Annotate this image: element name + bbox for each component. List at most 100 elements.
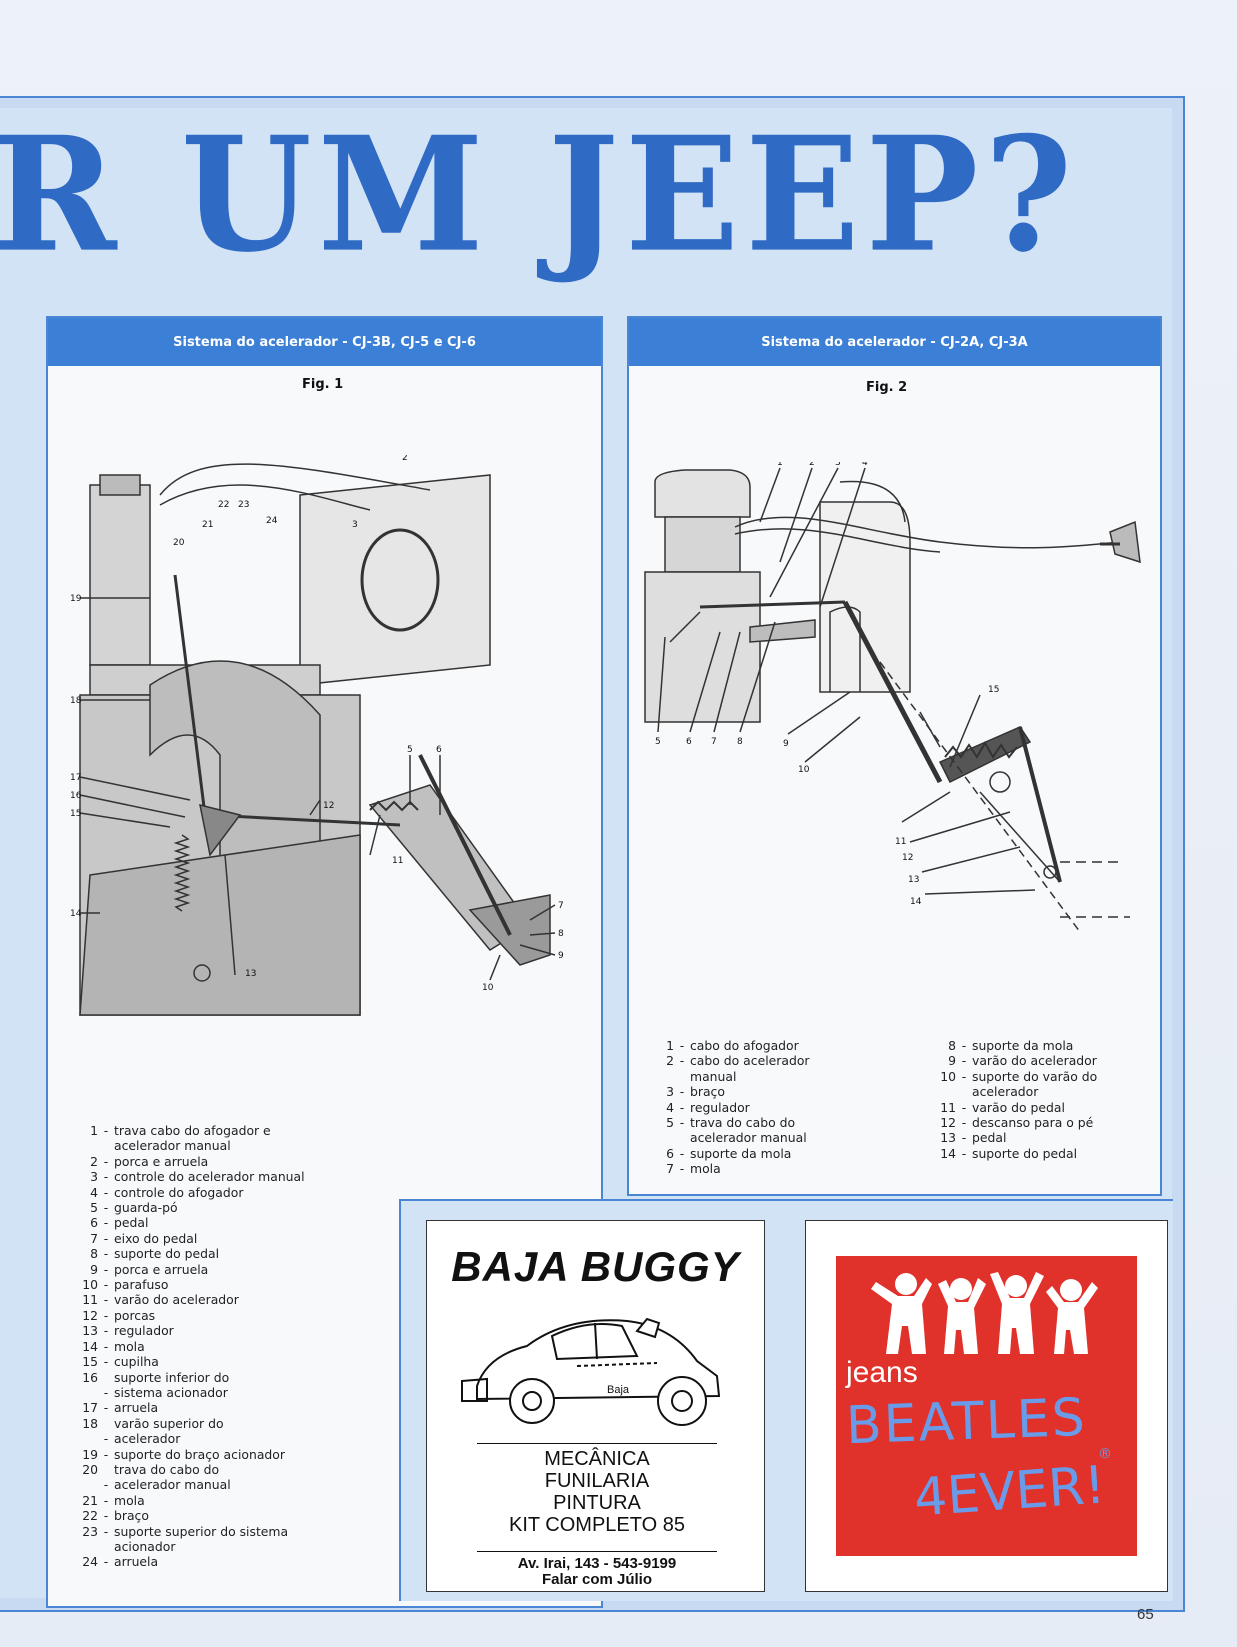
legend-row: 21-mola xyxy=(82,1492,145,1508)
legend-row: acelerador manual xyxy=(690,1130,807,1146)
legend-row: 10-suporte do varão do xyxy=(940,1068,1098,1084)
legend-row: 2-cabo do acelerador xyxy=(666,1053,810,1069)
legend-row: 17-arruela xyxy=(82,1400,159,1416)
fig2-callout-8: 8 xyxy=(737,737,743,747)
legend-row: 6-pedal xyxy=(90,1215,149,1231)
beatles-jeans: jeans xyxy=(846,1356,918,1389)
beatles-ad[interactable]: jeans BEATLES 4EVER! ® xyxy=(805,1220,1168,1592)
fig1-label: Fig. 1 xyxy=(302,377,344,392)
legend-row: acelerador xyxy=(972,1084,1039,1100)
service-line: PINTURA xyxy=(553,1492,641,1514)
fig1-diagram: 1 2 3 4 14 15 16 17 18 19 20 21 22 23 24… xyxy=(70,455,564,1016)
legend-row: 23-suporte superior do sistema xyxy=(82,1523,289,1539)
legend-row: acionador xyxy=(114,1538,176,1554)
fig1-callout-2: 2 xyxy=(402,455,408,463)
service-line: FUNILARIA xyxy=(544,1470,650,1492)
fig2-callout-11: 11 xyxy=(895,837,906,847)
fig2-callout-7: 7 xyxy=(711,737,717,747)
buggy-label: Baja xyxy=(607,1384,630,1396)
legend-row: -acelerador xyxy=(103,1431,181,1447)
fig1-callout-23: 23 xyxy=(238,500,249,510)
beatles-forever: 4EVER! xyxy=(912,1455,1108,1529)
fig2-panel: Sistema do acelerador - CJ-2A, CJ-3A xyxy=(627,316,1162,1196)
legend-row: 3-braço xyxy=(666,1084,725,1100)
fig2-label: Fig. 2 xyxy=(866,380,908,395)
fig1-callout-24: 24 xyxy=(266,516,278,526)
fig2-callout-13: 13 xyxy=(908,875,919,885)
legend-row: 8-suporte da mola xyxy=(948,1038,1074,1053)
legend-row: 10-parafuso xyxy=(82,1277,169,1293)
fig2-callout-2: 2 xyxy=(809,462,815,468)
fig1-callout-19: 19 xyxy=(70,594,82,604)
band-silhouettes-icon xyxy=(871,1272,1098,1354)
legend-row: 5-guarda-pó xyxy=(90,1200,178,1216)
fig1-callout-14: 14 xyxy=(70,909,82,919)
legend-row: 4-controle do afogador xyxy=(90,1184,244,1200)
page-number: 65 xyxy=(1137,1606,1154,1623)
fig2-callout-3: 3 xyxy=(835,462,841,468)
fig1-legend: 1-trava cabo do afogador e acelerador ma… xyxy=(64,1123,354,1570)
legend-row: 9-varão do acelerador xyxy=(948,1053,1097,1069)
fig1-callout-5: 5 xyxy=(407,745,413,755)
legend-row: 22-braço xyxy=(82,1508,149,1524)
fig2-callout-12: 12 xyxy=(902,853,913,863)
fig2-legend-left: 1-cabo do afogador 2-cabo do acelerador … xyxy=(640,1038,870,1177)
legend-row: acelerador manual xyxy=(114,1138,231,1154)
fig2-callout-10: 10 xyxy=(798,765,810,775)
legend-row: 4-regulador xyxy=(666,1099,750,1115)
legend-row: 7-mola xyxy=(666,1161,721,1177)
fig2-callout-5: 5 xyxy=(655,737,661,747)
legend-row: 11-varão do acelerador xyxy=(82,1292,239,1308)
fig2-heading: Sistema do acelerador - CJ-2A, CJ-3A xyxy=(629,318,1160,366)
legend-row: -sistema acionador xyxy=(103,1384,228,1400)
fig1-callout-13: 13 xyxy=(245,969,256,979)
fig1-callout-6: 6 xyxy=(436,745,442,755)
beatles-red-box: jeans BEATLES 4EVER! ® xyxy=(836,1256,1137,1556)
baja-services: MECÂNICA FUNILARIA PINTURA KIT COMPLETO … xyxy=(477,1443,717,1536)
fig1-callout-16: 16 xyxy=(70,791,82,801)
fig1-callout-10: 10 xyxy=(482,983,494,993)
legend-row: 12-descanso para o pé xyxy=(940,1115,1094,1131)
legend-row: 1-trava cabo do afogador e xyxy=(90,1123,271,1138)
fig1-callout-20: 20 xyxy=(173,538,185,548)
fig1-callout-3: 3 xyxy=(352,520,358,530)
legend-row: 6-suporte da mola xyxy=(666,1145,792,1161)
legend-row: 24-arruela xyxy=(82,1554,159,1570)
baja-address: Av. Irai, 143 - 543-9199 xyxy=(517,1555,677,1572)
legend-row: 13-regulador xyxy=(82,1323,174,1339)
legend-row: 2-porca e arruela xyxy=(90,1153,209,1169)
service-line: MECÂNICA xyxy=(544,1448,650,1470)
registered-mark: ® xyxy=(1098,1446,1112,1462)
fig1-callout-21: 21 xyxy=(202,520,213,530)
legend-row: 12-porcas xyxy=(82,1307,156,1323)
beatles-word: BEATLES xyxy=(845,1387,1088,1457)
fig1-callout-8: 8 xyxy=(558,929,564,939)
baja-buggy-ad[interactable]: BAJA BUGGY Baja MECÂNICA FUNILARIA PINTU… xyxy=(426,1220,765,1592)
legend-row: 15-cupilha xyxy=(82,1354,159,1370)
fig1-callout-1: 1 xyxy=(237,455,243,457)
fig2-diagram: 1 2 3 4 5 6 7 8 9 10 11 12 13 14 15 xyxy=(644,462,1141,933)
fig2-callout-1: 1 xyxy=(777,462,783,468)
fig1-callout-15: 15 xyxy=(70,809,81,819)
fig2-callout-14: 14 xyxy=(910,897,922,907)
legend-row: 5-trava do cabo do xyxy=(666,1115,796,1131)
legend-row: 3-controle do acelerador manual xyxy=(90,1169,305,1185)
fig1-callout-7: 7 xyxy=(558,901,564,911)
legend-row: 13-pedal xyxy=(940,1130,1007,1146)
fig1-callout-17: 17 xyxy=(70,773,81,783)
fig2-legend-right: 8-suporte da mola 9-varão do acelerador … xyxy=(922,1038,1147,1161)
buggy-illustration: Baja xyxy=(461,1317,721,1426)
fig1-callout-9: 9 xyxy=(558,951,564,961)
legend-row: 1-cabo do afogador xyxy=(666,1038,799,1053)
service-line: KIT COMPLETO 85 xyxy=(509,1514,685,1536)
baja-title: BAJA BUGGY xyxy=(451,1243,740,1290)
fig2-callout-9: 9 xyxy=(783,739,789,749)
baja-contact-name: Falar com Júlio xyxy=(541,1571,653,1588)
legend-row: 19-suporte do braço acionador xyxy=(82,1446,285,1462)
legend-row: 9-porca e arruela xyxy=(90,1261,209,1277)
fig2-callout-15: 15 xyxy=(988,685,999,695)
legend-row: 7-eixo do pedal xyxy=(90,1230,198,1246)
